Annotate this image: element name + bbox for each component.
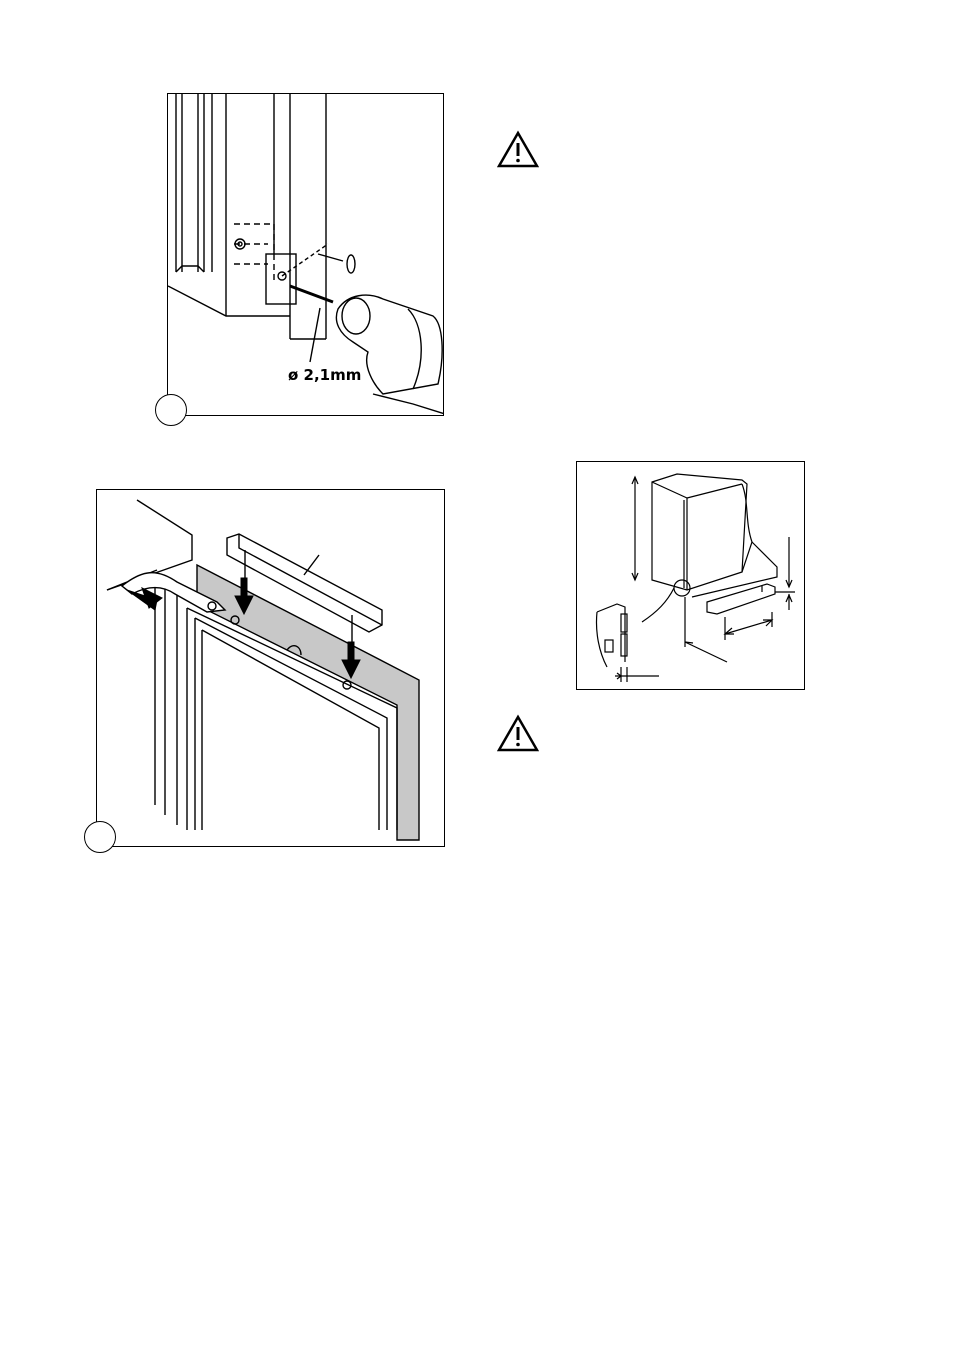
drill-figure: ø 2,1mm	[167, 93, 444, 416]
warning-triangle-icon	[497, 714, 539, 752]
figure-number-badge	[155, 394, 187, 426]
door-frame-illustration	[97, 490, 445, 847]
figure-number-badge	[84, 821, 116, 853]
plinth-illustration	[577, 462, 805, 690]
plinth-figure	[576, 461, 805, 690]
warning-triangle-icon	[497, 130, 539, 168]
door-frame-figure	[96, 489, 445, 847]
drill-diameter-label: ø 2,1mm	[288, 366, 361, 384]
